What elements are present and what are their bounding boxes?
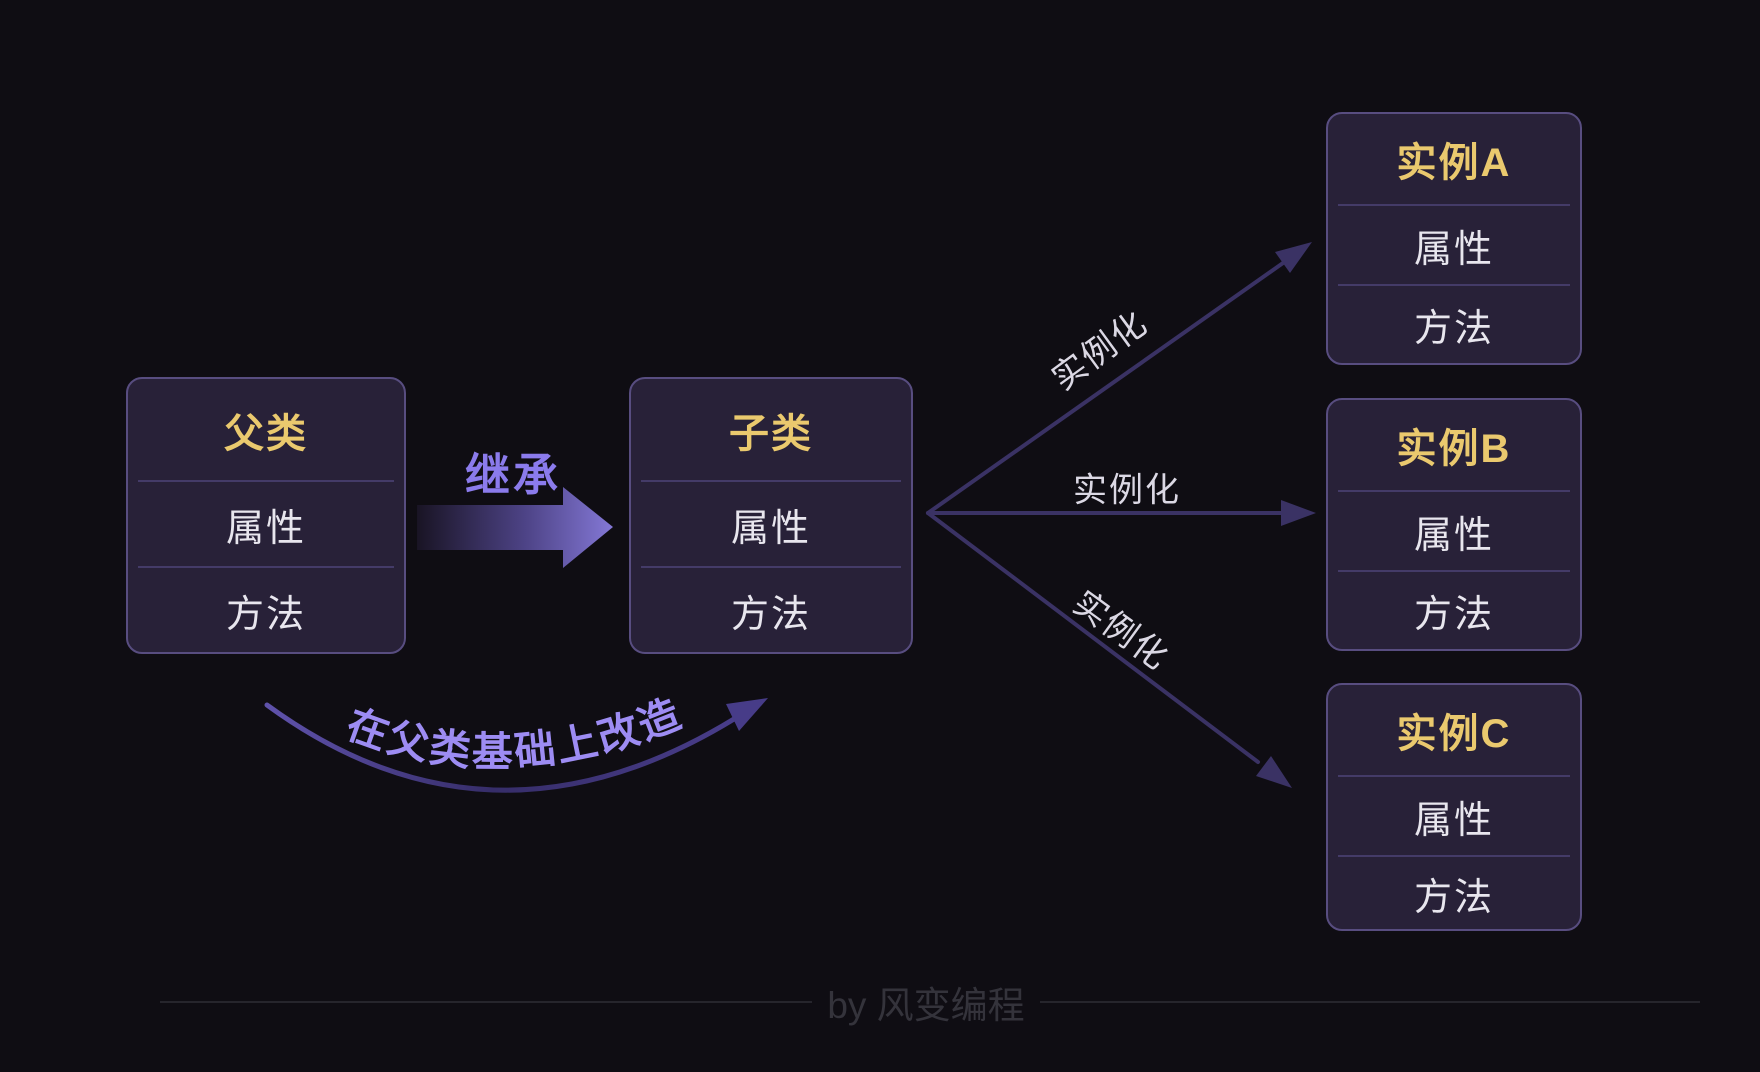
instance-a-title: 实例A xyxy=(1396,141,1512,185)
inherit-arrow xyxy=(417,487,613,568)
instance-a-methods: 方法 xyxy=(1338,284,1570,363)
instance-b-box: 实例B 属性 方法 xyxy=(1326,398,1582,651)
instance-c-box: 实例C 属性 方法 xyxy=(1326,683,1582,931)
parent-class-attributes: 属性 xyxy=(138,480,394,566)
instantiate-arrowhead-b xyxy=(1281,500,1316,526)
rework-curve-arrow xyxy=(264,702,737,793)
rework-curve-label: 在父类基础上改造 xyxy=(341,690,689,775)
instantiate-line-a xyxy=(926,261,1285,515)
instance-b-attributes: 属性 xyxy=(1338,490,1570,570)
parent-class-title: 父类 xyxy=(224,411,308,456)
child-class-box: 子类 属性 方法 xyxy=(629,377,913,654)
footer-divider-right xyxy=(1040,1001,1700,1003)
instance-c-methods: 方法 xyxy=(1338,855,1570,929)
instantiate-edge-label-b: 实例化 xyxy=(1073,471,1181,510)
instance-c-attributes: 属性 xyxy=(1338,775,1570,855)
instantiate-line-c xyxy=(926,511,1260,764)
rework-curve-arrowhead xyxy=(726,698,768,731)
child-class-attributes: 属性 xyxy=(641,480,901,566)
child-class-methods: 方法 xyxy=(641,566,901,652)
instantiate-arrowhead-c xyxy=(1256,756,1292,788)
instance-c-title: 实例C xyxy=(1396,712,1512,756)
parent-class-methods: 方法 xyxy=(138,566,394,652)
instance-a-attributes: 属性 xyxy=(1338,204,1570,284)
footer-divider-left xyxy=(160,1001,812,1003)
child-class-title: 子类 xyxy=(729,411,813,456)
footer-credit: by 风变编程 xyxy=(827,985,1025,1026)
parent-class-box: 父类 属性 方法 xyxy=(126,377,406,654)
inherit-edge-label: 继承 xyxy=(464,449,562,501)
instance-a-box: 实例A 属性 方法 xyxy=(1326,112,1582,365)
instance-b-methods: 方法 xyxy=(1338,570,1570,649)
instance-b-title: 实例B xyxy=(1396,427,1512,471)
instantiate-arrowhead-a xyxy=(1275,242,1312,273)
